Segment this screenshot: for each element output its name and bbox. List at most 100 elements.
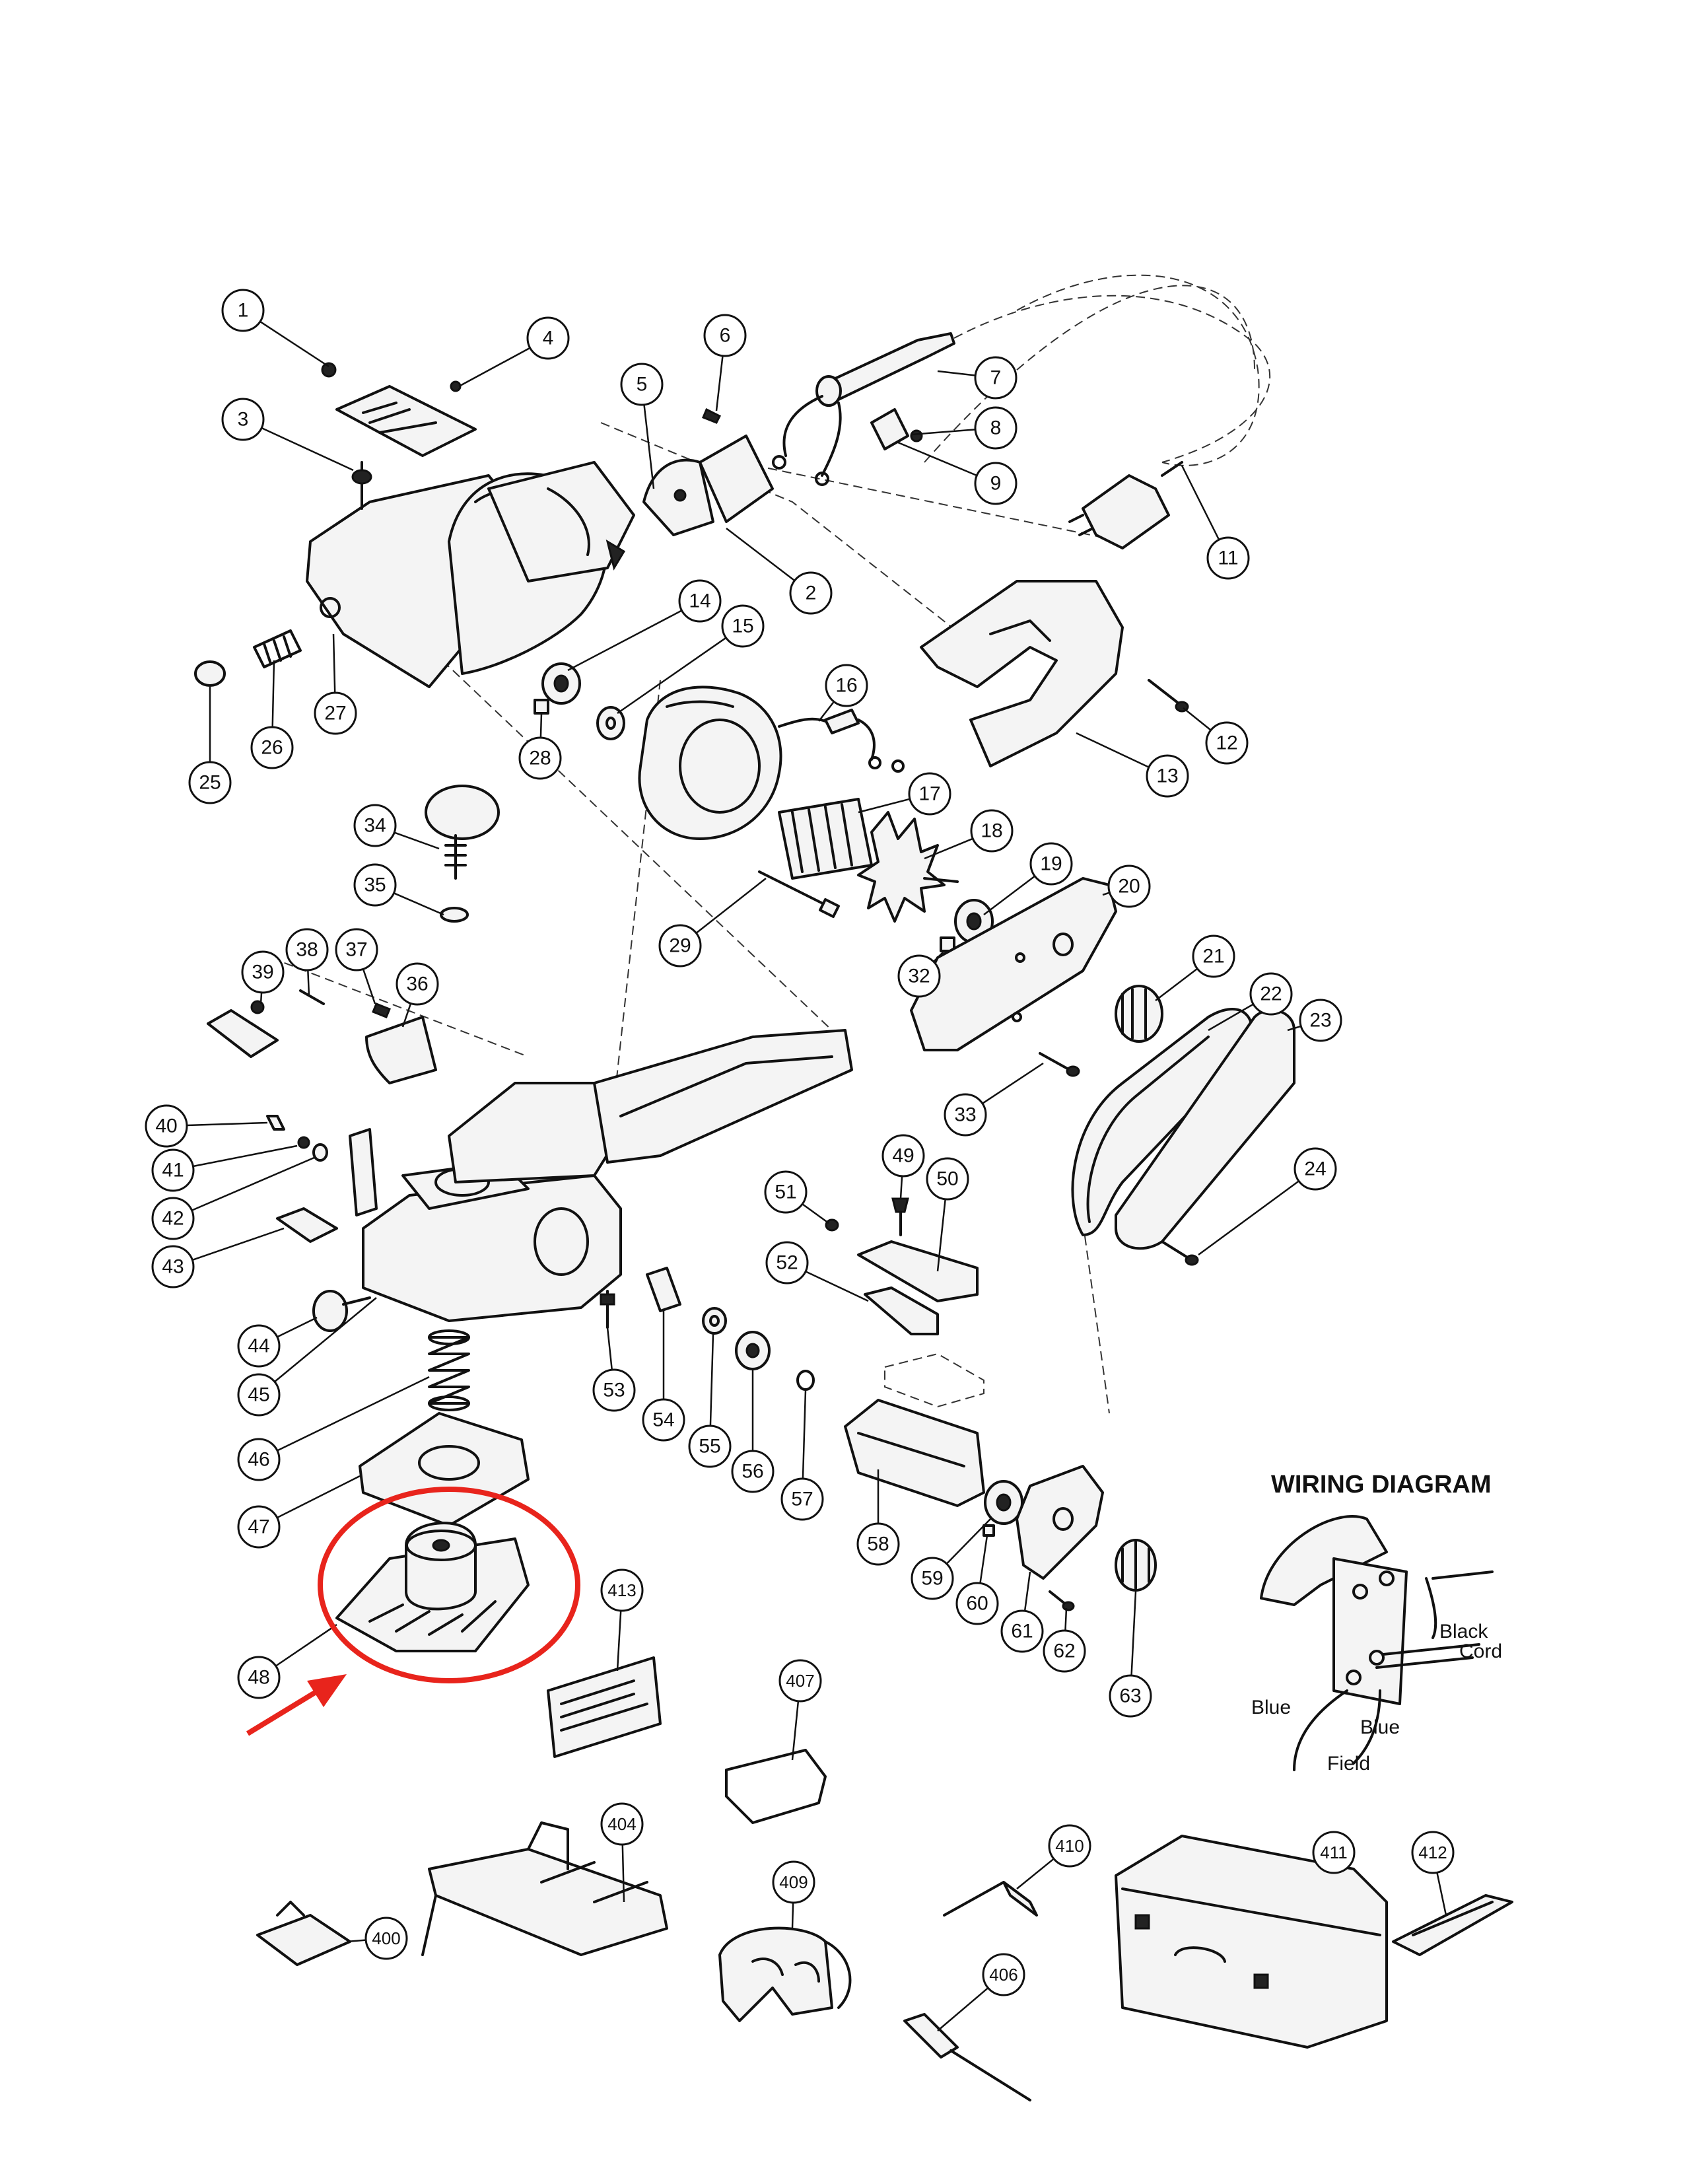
callout-circle bbox=[780, 1477, 824, 1521]
callout-number: 56 bbox=[742, 1461, 763, 1483]
leader-line-9 bbox=[897, 441, 977, 477]
leader-line-52 bbox=[805, 1271, 869, 1302]
leader-line-46 bbox=[277, 1376, 430, 1452]
callout-number: 27 bbox=[324, 703, 346, 724]
callout-circle bbox=[1192, 934, 1235, 978]
leader-line-410 bbox=[1016, 1858, 1054, 1889]
leader-line-1 bbox=[259, 320, 329, 368]
callout-7: 7 bbox=[974, 356, 1018, 400]
leader-line-50 bbox=[936, 1199, 946, 1272]
callout-number: 24 bbox=[1304, 1158, 1326, 1180]
callout-number: 26 bbox=[261, 737, 283, 759]
leader-line-23 bbox=[1287, 1025, 1301, 1032]
leader-line-15 bbox=[617, 637, 727, 715]
callout-number: 36 bbox=[406, 973, 428, 995]
callout-circle bbox=[237, 1505, 281, 1549]
leader-line-8 bbox=[911, 429, 976, 436]
leader-line-16 bbox=[818, 701, 835, 722]
callout-2: 2 bbox=[789, 571, 833, 615]
leader-line-406 bbox=[937, 1987, 989, 2031]
callout-26: 26 bbox=[250, 726, 294, 769]
callout-circle bbox=[721, 604, 765, 648]
leader-line-33 bbox=[982, 1062, 1044, 1104]
leader-line-7 bbox=[937, 370, 976, 376]
callout-circle bbox=[731, 1450, 775, 1493]
wiring-diagram-title: WIRING DIAGRAM bbox=[1271, 1471, 1492, 1498]
callout-number: 59 bbox=[921, 1568, 943, 1590]
callout-56: 56 bbox=[731, 1450, 775, 1493]
highlight-circle bbox=[318, 1487, 580, 1683]
leader-line-413 bbox=[616, 1610, 622, 1672]
callout-8: 8 bbox=[974, 406, 1018, 450]
leader-line-20 bbox=[1102, 892, 1110, 896]
callout-59: 59 bbox=[911, 1557, 954, 1600]
callout-20: 20 bbox=[1107, 864, 1151, 908]
highlight-arrow bbox=[246, 1685, 326, 1736]
callout-circle bbox=[658, 924, 702, 968]
callout-circle bbox=[592, 1368, 636, 1412]
callout-4: 4 bbox=[526, 316, 570, 360]
callout-circle bbox=[772, 1860, 815, 1904]
callout-number: 34 bbox=[364, 815, 386, 837]
callout-42: 42 bbox=[151, 1197, 195, 1240]
callout-63: 63 bbox=[1109, 1674, 1152, 1718]
callout-circle bbox=[1048, 1824, 1091, 1868]
callout-number: 28 bbox=[529, 748, 551, 769]
callout-circle bbox=[396, 962, 439, 1006]
callout-number: 54 bbox=[652, 1409, 674, 1431]
callout-number: 406 bbox=[989, 1965, 1018, 1985]
callout-circle bbox=[970, 809, 1014, 853]
callout-39: 39 bbox=[241, 950, 285, 994]
callout-circle bbox=[237, 1656, 281, 1699]
callout-9: 9 bbox=[974, 462, 1018, 505]
leader-line-404 bbox=[621, 1844, 625, 1903]
callout-19: 19 bbox=[1029, 842, 1073, 886]
callout-number: 32 bbox=[908, 966, 930, 987]
callout-12: 12 bbox=[1205, 721, 1249, 765]
callout-number: 6 bbox=[720, 325, 731, 347]
leader-line-24 bbox=[1198, 1180, 1299, 1256]
callout-circle bbox=[1109, 1674, 1152, 1718]
callout-number: 58 bbox=[867, 1533, 889, 1555]
leader-line-29 bbox=[695, 878, 767, 934]
callout-number: 409 bbox=[779, 1872, 808, 1892]
callout-number: 407 bbox=[786, 1671, 814, 1691]
leader-line-36 bbox=[401, 1003, 412, 1028]
callout-number: 44 bbox=[248, 1335, 269, 1357]
callout-circle bbox=[285, 928, 329, 971]
callout-circle bbox=[151, 1148, 195, 1192]
callout-33: 33 bbox=[944, 1093, 987, 1137]
callout-number: 3 bbox=[238, 409, 249, 431]
callout-number: 33 bbox=[954, 1104, 976, 1126]
callout-400: 400 bbox=[364, 1917, 408, 1960]
callout-circle bbox=[944, 1093, 987, 1137]
callout-number: 45 bbox=[248, 1384, 269, 1406]
callout-circle bbox=[518, 736, 562, 780]
callout-number: 55 bbox=[699, 1436, 720, 1458]
callout-number: 57 bbox=[791, 1489, 813, 1510]
callout-number: 29 bbox=[669, 935, 691, 957]
callout-number: 61 bbox=[1011, 1621, 1033, 1642]
callout-6: 6 bbox=[703, 314, 747, 357]
callout-49: 49 bbox=[881, 1134, 925, 1178]
leader-line-61 bbox=[1023, 1571, 1031, 1611]
callout-number: 18 bbox=[981, 820, 1002, 842]
callout-number: 12 bbox=[1216, 732, 1237, 754]
callout-17: 17 bbox=[908, 772, 951, 816]
leader-line-48 bbox=[275, 1623, 337, 1667]
callout-number: 13 bbox=[1156, 765, 1178, 787]
callout-45: 45 bbox=[237, 1373, 281, 1417]
leader-line-12 bbox=[1183, 707, 1212, 731]
callout-27: 27 bbox=[314, 691, 357, 735]
leader-line-18 bbox=[924, 837, 973, 860]
callout-number: 48 bbox=[248, 1667, 269, 1689]
callout-406: 406 bbox=[982, 1953, 1025, 1996]
callout-29: 29 bbox=[658, 924, 702, 968]
callout-circle bbox=[151, 1245, 195, 1288]
callout-51: 51 bbox=[764, 1170, 808, 1214]
callout-circle bbox=[237, 1373, 281, 1417]
leader-line-22 bbox=[1208, 1003, 1254, 1032]
leader-line-63 bbox=[1130, 1591, 1137, 1676]
callout-13: 13 bbox=[1146, 754, 1189, 798]
callout-circle bbox=[1107, 864, 1151, 908]
